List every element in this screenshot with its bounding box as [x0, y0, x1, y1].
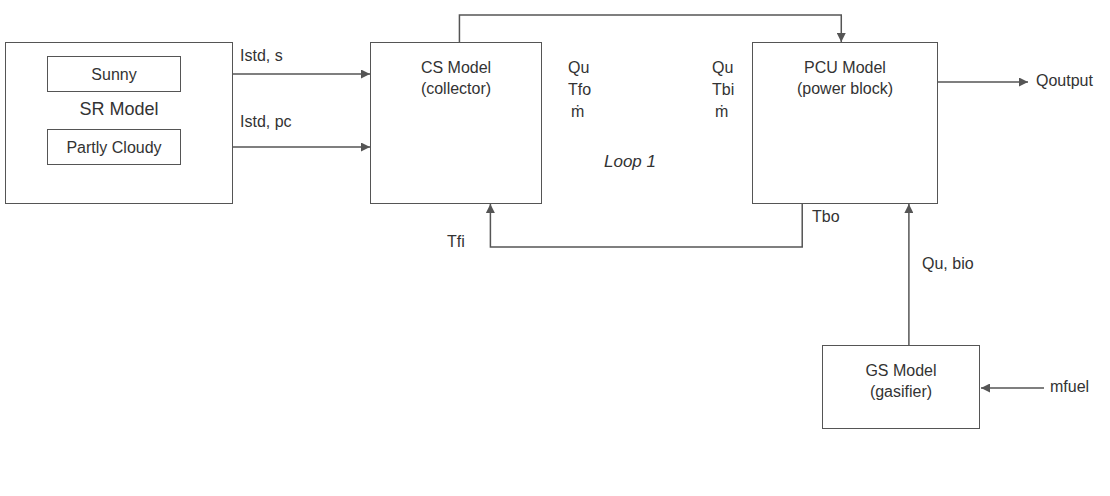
output-arrow: [938, 81, 1028, 83]
node-title: GS Model: [865, 360, 936, 381]
flow-arrow: [490, 204, 802, 247]
variable-label: ṁ: [715, 102, 728, 122]
model-box: PCU Model(power block): [752, 42, 938, 204]
variable-label: Qu: [568, 58, 589, 78]
variable-label: Tfi: [447, 232, 465, 252]
model-group: SR Model SunnyPartly Cloudy: [5, 42, 233, 204]
node-subtitle: (gasifier): [870, 381, 932, 402]
node-subtitle: (collector): [421, 78, 491, 99]
node-title: PCU Model: [804, 57, 886, 78]
edge-label: Istd, s: [240, 46, 283, 66]
node-title: SR Model: [6, 99, 232, 120]
node-title: CS Model: [421, 57, 491, 78]
flow-arrow: [908, 204, 910, 345]
variable-label: Qu: [712, 58, 733, 78]
edge-label: Istd, pc: [240, 112, 292, 132]
variable-label: Tbi: [712, 80, 734, 100]
input-label: mfuel: [1050, 377, 1089, 397]
node-title: Partly Cloudy: [66, 137, 161, 158]
variable-label: Tbo: [812, 207, 840, 227]
variable-label: ṁ: [571, 102, 584, 122]
variable-label: Tfo: [568, 80, 591, 100]
fuel-arrow: [981, 387, 1044, 389]
weather-box: Sunny: [47, 56, 181, 92]
flow-arrow: [459, 15, 841, 42]
model-box: GS Model(gasifier): [822, 345, 980, 429]
node-subtitle: (power block): [797, 78, 893, 99]
node-title: Sunny: [91, 64, 136, 85]
output-label: Qoutput: [1036, 71, 1093, 91]
edge-label: Qu, bio: [922, 254, 974, 274]
model-box: CS Model(collector): [370, 42, 542, 204]
weather-box: Partly Cloudy: [47, 129, 181, 165]
loop-label: Loop 1: [604, 152, 656, 172]
